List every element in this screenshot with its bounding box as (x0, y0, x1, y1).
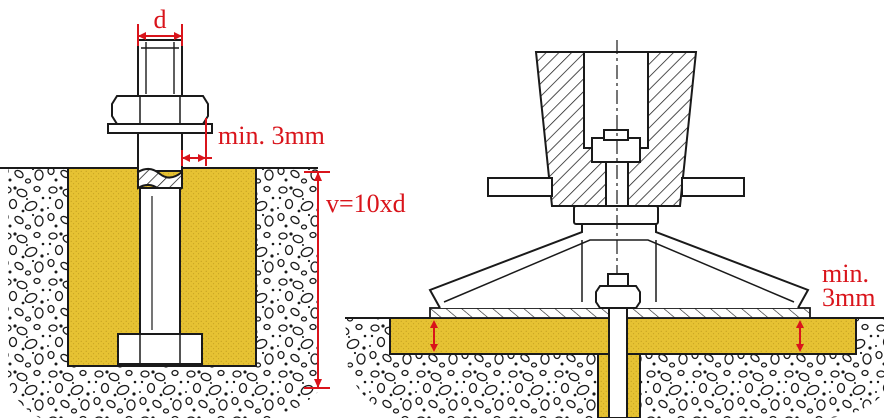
right-flange-left (487, 177, 553, 197)
right-flange-right (681, 177, 745, 197)
label-min-gap-right-line1: min. (822, 259, 869, 288)
left-detail: d min. 3mm v=10xd (0, 5, 406, 418)
dimension-embed-depth (304, 171, 330, 389)
left-nut (111, 95, 209, 125)
right-spacer (573, 205, 659, 225)
left-bolt-shank (139, 187, 181, 335)
left-washer (107, 123, 213, 134)
right-leg-bore (583, 51, 649, 149)
right-detail: min. 3mm (345, 40, 884, 418)
left-bolt-thread-lines (141, 42, 179, 94)
dimension-d (137, 24, 183, 46)
dimension-min-gap-left (181, 118, 212, 166)
right-anchor-bolt (608, 289, 628, 418)
dimension-grout-right (796, 320, 804, 352)
right-anchor-nut (595, 285, 641, 309)
label-min-gap-right-line2: 3mm (822, 283, 875, 312)
label-diameter: d (154, 5, 167, 34)
label-embed-depth: v=10xd (326, 189, 406, 218)
right-leg-bolt-head (591, 137, 641, 163)
left-bolt-head (117, 333, 203, 365)
dimension-grout-left (430, 320, 438, 352)
label-min-gap-left: min. 3mm (218, 121, 325, 150)
right-leg-bolt-cap (603, 129, 629, 141)
left-base-plate (137, 132, 183, 172)
